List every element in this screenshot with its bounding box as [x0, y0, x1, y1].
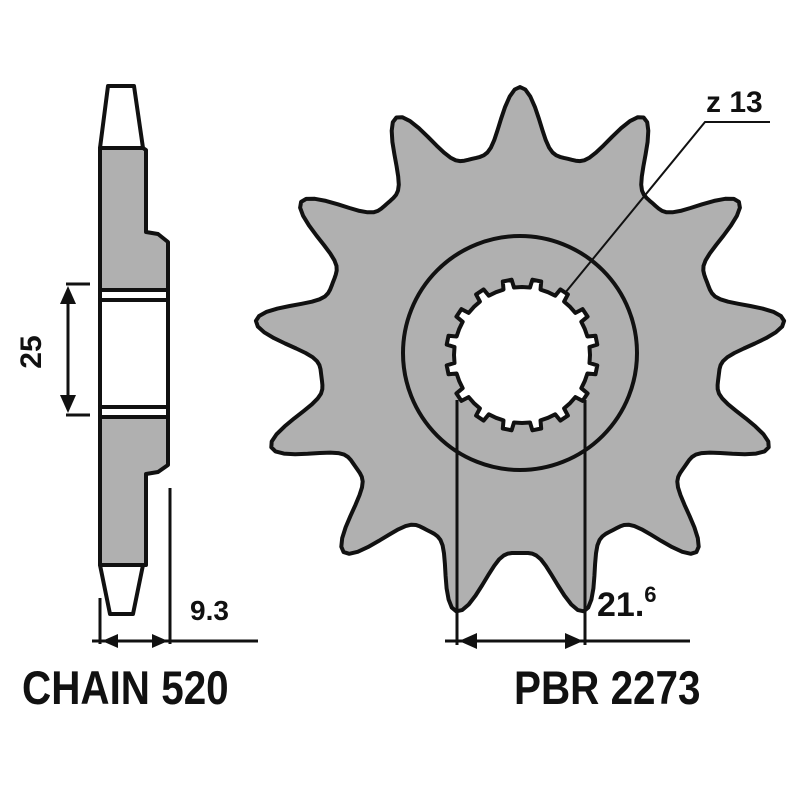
tooth-count-leader [564, 121, 770, 294]
side-top-tooth [98, 84, 145, 150]
sprocket-bolt-circle [401, 234, 639, 472]
tooth-count-label: z 13 [706, 86, 763, 119]
sprocket-spline-hub [444, 277, 600, 433]
part-number-label: PBR 2273 [514, 661, 701, 714]
spline-diameter-main: 21. [597, 586, 645, 624]
chain-size-label: CHAIN 520 [22, 661, 229, 714]
side-upper-body [98, 146, 170, 292]
dimension-9-3-lines [92, 488, 258, 648]
dimension-21-6-lines [445, 400, 690, 649]
spline-diameter-dimension: 21.6 [597, 584, 657, 624]
side-hub [98, 298, 170, 409]
side-bottom-tooth [98, 563, 145, 616]
tooth-width-dimension: 9.3 [190, 595, 229, 626]
hub-width-dimension: 25 [15, 335, 48, 369]
spline-diameter-decimal: 6 [644, 582, 657, 607]
sprocket-side-profile [98, 84, 170, 616]
sprocket-front-view [253, 85, 787, 614]
side-lower-body [98, 415, 170, 567]
dimension-25-lines [60, 282, 90, 417]
